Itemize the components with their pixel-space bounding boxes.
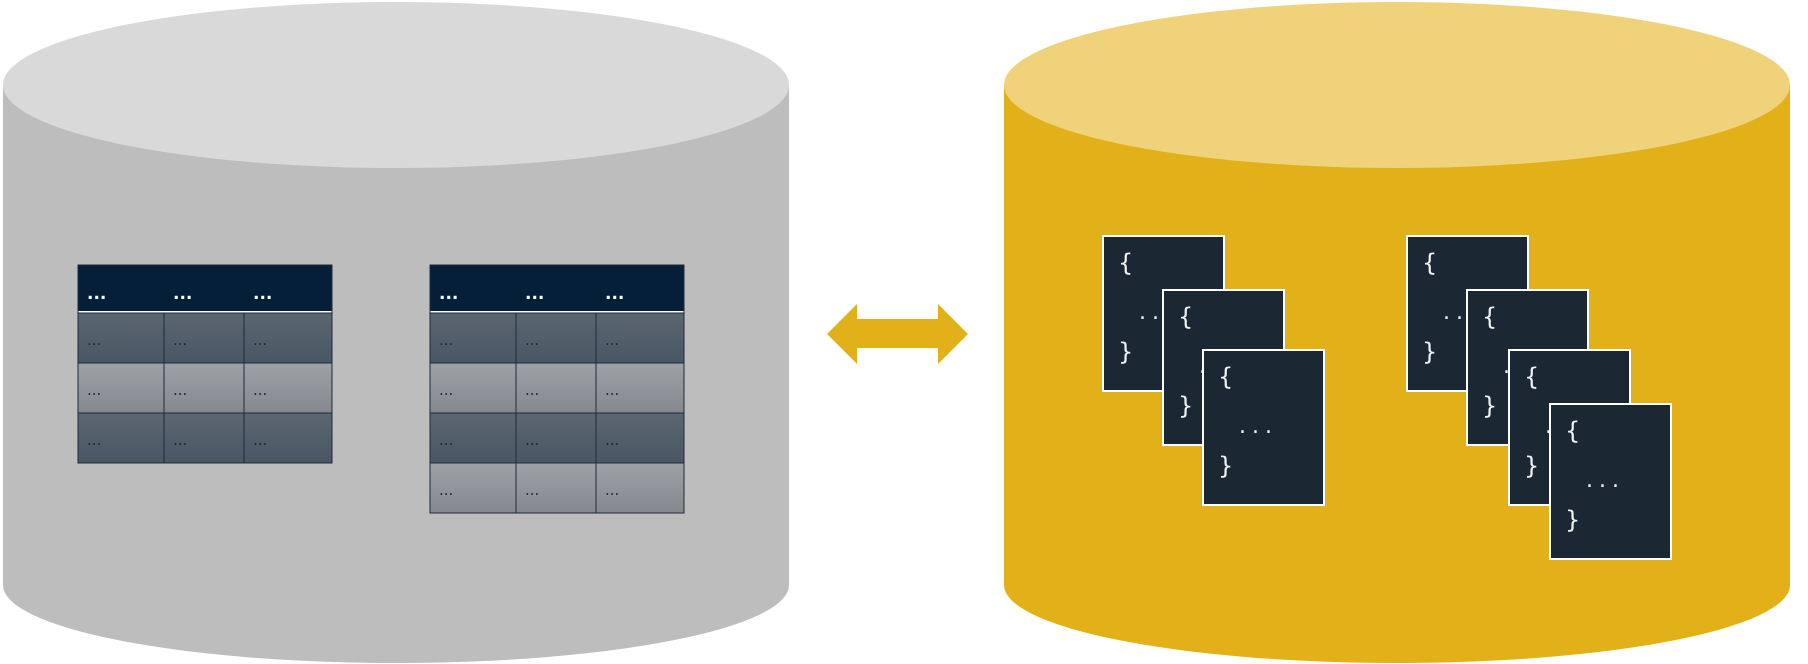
- document-open-brace: {: [1565, 417, 1580, 445]
- table-cell: ...: [439, 331, 453, 349]
- table-cell: ...: [525, 331, 539, 349]
- table-header-cell: ...: [605, 284, 624, 304]
- table-cell: ...: [87, 431, 101, 449]
- document-body: ...: [1586, 468, 1625, 493]
- document-close-brace: }: [1524, 452, 1539, 480]
- relational-db-top: [3, 2, 789, 168]
- document-open-brace: {: [1118, 249, 1133, 277]
- document-close-brace: }: [1422, 338, 1437, 366]
- json-documents: {...}{...}{...}{...}{...}{...}{...}: [1102, 235, 1672, 560]
- document-close-brace: }: [1482, 392, 1497, 420]
- document-body: ...: [1239, 414, 1278, 439]
- table-border: [77, 264, 333, 464]
- table-cell: ...: [253, 381, 267, 399]
- table-cell: ...: [439, 381, 453, 399]
- relational-database-cylinder: [3, 2, 789, 663]
- data-table: ........................................…: [429, 264, 685, 514]
- table-cell: ...: [439, 481, 453, 499]
- document-card: [1202, 349, 1325, 506]
- table-row: [430, 463, 684, 513]
- table-cell: ...: [605, 381, 619, 399]
- table-header-cell: ...: [525, 284, 544, 304]
- json-document: {...}: [1202, 349, 1325, 506]
- table-header-cell: ...: [87, 284, 106, 304]
- table-row: [78, 413, 332, 463]
- table-cell: ...: [439, 431, 453, 449]
- bidirectional-arrow-icon: [827, 304, 968, 364]
- table-cell: ...: [253, 431, 267, 449]
- table-cell: ...: [87, 331, 101, 349]
- table-header-cell: ...: [173, 284, 192, 304]
- table-cell: ...: [525, 431, 539, 449]
- table-border: [429, 264, 685, 514]
- table-cell: ...: [605, 481, 619, 499]
- document-close-brace: }: [1218, 452, 1233, 480]
- document-open-brace: {: [1524, 363, 1539, 391]
- table-cell: ...: [605, 331, 619, 349]
- document-open-brace: {: [1218, 363, 1233, 391]
- data-table: ....................................: [77, 264, 333, 464]
- table-header-cell: ...: [253, 284, 272, 304]
- table-cell: ...: [173, 381, 187, 399]
- table-row: [78, 363, 332, 413]
- relational-db-body: [3, 85, 789, 663]
- table-cell: ...: [525, 481, 539, 499]
- document-open-brace: {: [1178, 303, 1193, 331]
- table-cell: ...: [87, 381, 101, 399]
- table-cell: ...: [173, 331, 187, 349]
- table-cell: ...: [525, 381, 539, 399]
- table-row: [78, 313, 332, 363]
- table-row: [430, 363, 684, 413]
- table-header: [430, 265, 684, 313]
- table-row: [430, 413, 684, 463]
- table-cell: ...: [605, 431, 619, 449]
- document-close-brace: }: [1565, 506, 1580, 534]
- document-close-brace: }: [1118, 338, 1133, 366]
- document-card: [1549, 403, 1672, 560]
- document-db-top: [1004, 2, 1790, 168]
- table-header-cell: ...: [439, 284, 458, 304]
- table-row: [430, 313, 684, 363]
- document-open-brace: {: [1482, 303, 1497, 331]
- document-open-brace: {: [1422, 249, 1437, 277]
- document-close-brace: }: [1178, 392, 1193, 420]
- table-cell: ...: [253, 331, 267, 349]
- relational-tables: ........................................…: [77, 264, 685, 514]
- table-cell: ...: [173, 431, 187, 449]
- table-header: [78, 265, 332, 313]
- json-document: {...}: [1549, 403, 1672, 560]
